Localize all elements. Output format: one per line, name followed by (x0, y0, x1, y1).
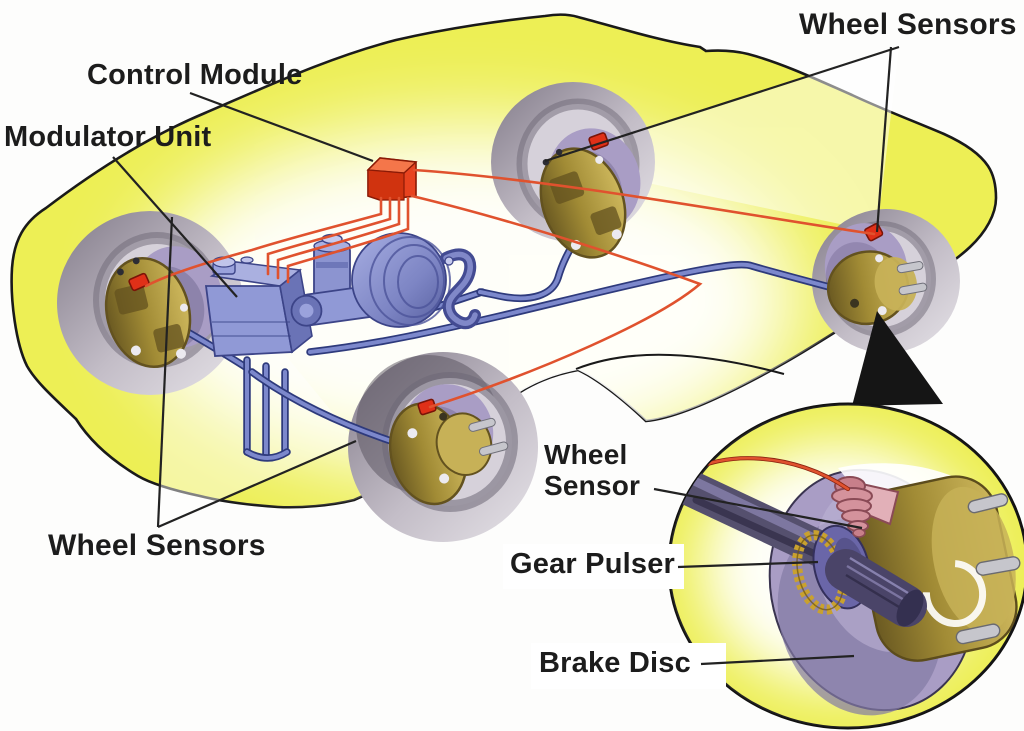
control-module-label: Control Module (87, 59, 303, 91)
leader-modulator-unit (112, 156, 238, 298)
spotlight-right (545, 47, 899, 232)
inset-wheel-studs (955, 493, 1021, 645)
leader-control-module (189, 91, 374, 163)
brake-disc-label: Brake Disc (539, 647, 691, 679)
leader-gear-pulser (677, 560, 819, 569)
inset-circle (667, 402, 1024, 730)
leader-brake-disc (700, 654, 855, 666)
leader-lines (112, 45, 900, 666)
brake-disc-label-bg (531, 643, 726, 689)
control-module-box (366, 157, 418, 201)
callout-wedge (852, 311, 943, 406)
pedal-bracket (440, 248, 481, 330)
inset-wheel-sensor (831, 476, 900, 538)
gear-pulser-label: Gear Pulser (510, 548, 676, 580)
wheel-sensors-label-bottom: Wheel Sensors (48, 529, 266, 562)
rocker-crease-line (575, 353, 785, 375)
leader-wheel-sensors-bottom-front (156, 216, 174, 528)
inset-wheel-sensor-label-line2: Sensor (544, 469, 641, 501)
rear-left-hub (388, 402, 509, 506)
inset-wheel-sensor-label-line1: Wheel (544, 439, 628, 470)
inset-splined-axle-end (825, 549, 927, 627)
rear-right-hub (826, 250, 928, 326)
leader-wheel-sensors-top-rear (875, 46, 893, 233)
gear-pulser-label-bg (503, 544, 684, 589)
modulator-unit-label: Modulator Unit (4, 121, 212, 153)
front-left-wheel-sensor (128, 272, 150, 292)
wheel-sensors-label-top: Wheel Sensors (799, 8, 1017, 41)
leader-inset-wheel-sensor (653, 487, 863, 530)
leader-wheel-sensors-top-front (544, 45, 900, 163)
inset-wheel-sensor-label: Wheel Sensor (544, 439, 641, 502)
leader-wheel-sensors-bottom-rear (157, 439, 357, 529)
central-assembly (204, 232, 481, 357)
